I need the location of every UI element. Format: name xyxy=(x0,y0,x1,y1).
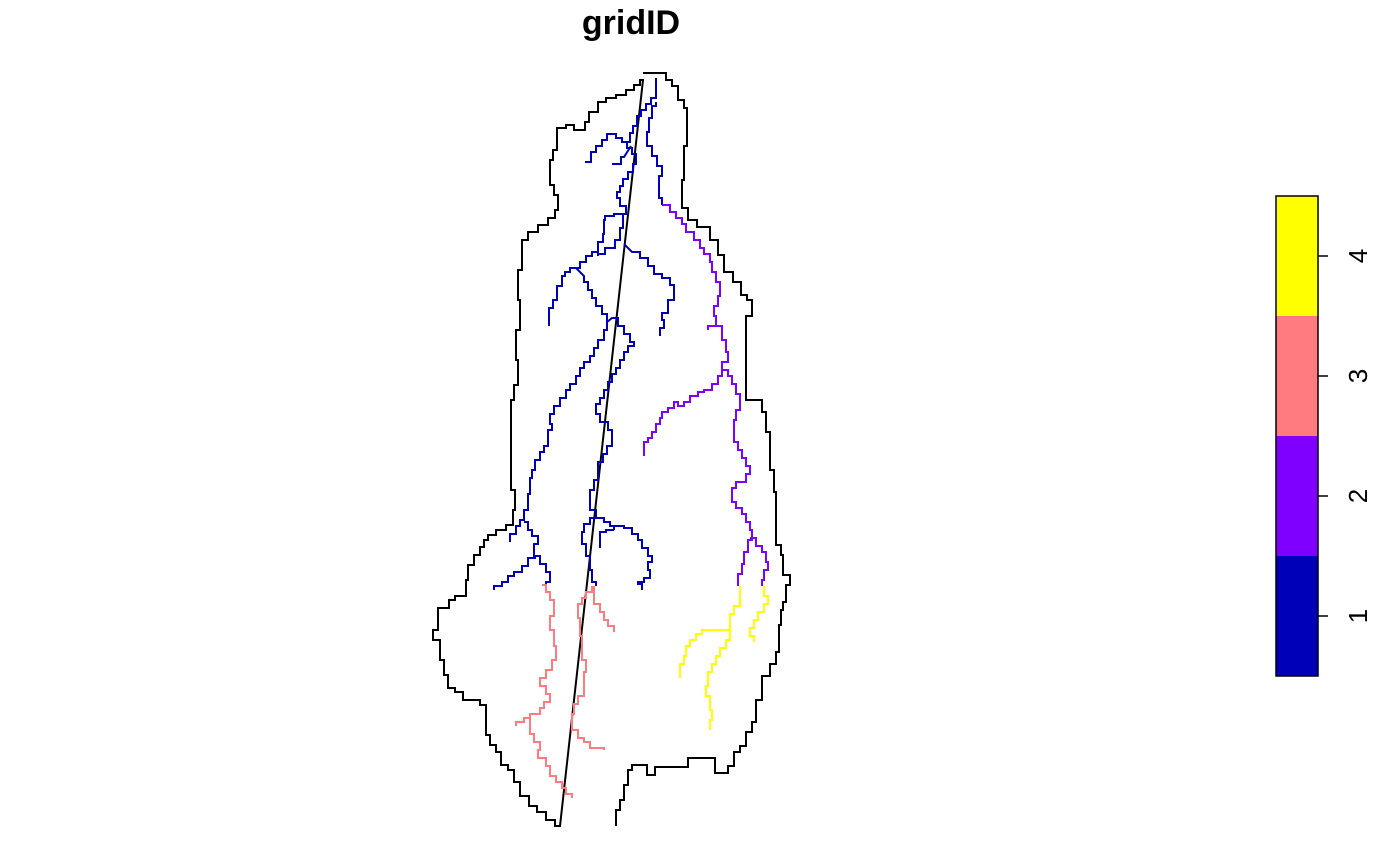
legend-tick-label-4: 4 xyxy=(1343,249,1373,263)
stream-segment xyxy=(589,317,635,530)
stream-segment xyxy=(493,557,536,590)
stream-network-class-4 xyxy=(679,586,769,730)
stream-segment xyxy=(599,529,614,548)
legend-frame xyxy=(1275,195,1319,677)
stream-segment xyxy=(613,525,653,590)
stream-network-class-2 xyxy=(643,204,769,586)
stream-segment xyxy=(597,78,657,256)
legend-tick-label-2: 2 xyxy=(1343,489,1373,503)
stream-segment xyxy=(574,213,626,269)
stream-segment xyxy=(623,243,675,336)
legend: 1 2 3 4 xyxy=(1275,195,1373,677)
stream-segment xyxy=(643,325,729,456)
stream-segment xyxy=(529,718,573,798)
stream-segment xyxy=(705,630,731,730)
stream-segment xyxy=(585,133,630,163)
stream-segment xyxy=(679,586,741,678)
catchment-boundary xyxy=(432,72,791,827)
stream-segment xyxy=(662,204,721,330)
stream-segment xyxy=(612,145,632,165)
stream-segment xyxy=(750,537,769,586)
stream-segment xyxy=(646,102,663,205)
legend-swatch-4 xyxy=(1276,196,1318,316)
stream-segment xyxy=(581,517,597,586)
legend-tick-label-3: 3 xyxy=(1343,369,1373,383)
stream-segment xyxy=(722,369,753,586)
legend-tick-label-1: 1 xyxy=(1343,609,1373,623)
stream-segment xyxy=(749,586,769,642)
legend-swatch-3 xyxy=(1276,316,1318,436)
stream-segment xyxy=(509,322,608,542)
stream-network-class-3 xyxy=(515,584,615,798)
stream-segment xyxy=(575,267,608,322)
legend-swatch-1 xyxy=(1276,556,1318,676)
stream-segment xyxy=(548,267,576,326)
stream-segment xyxy=(593,586,615,632)
map-title: gridID xyxy=(581,4,681,42)
stream-segment xyxy=(515,584,557,726)
stream-segment xyxy=(524,521,551,585)
legend-swatch-2 xyxy=(1276,436,1318,556)
stream-segment xyxy=(571,586,605,750)
stream-network-class-1 xyxy=(493,78,675,590)
